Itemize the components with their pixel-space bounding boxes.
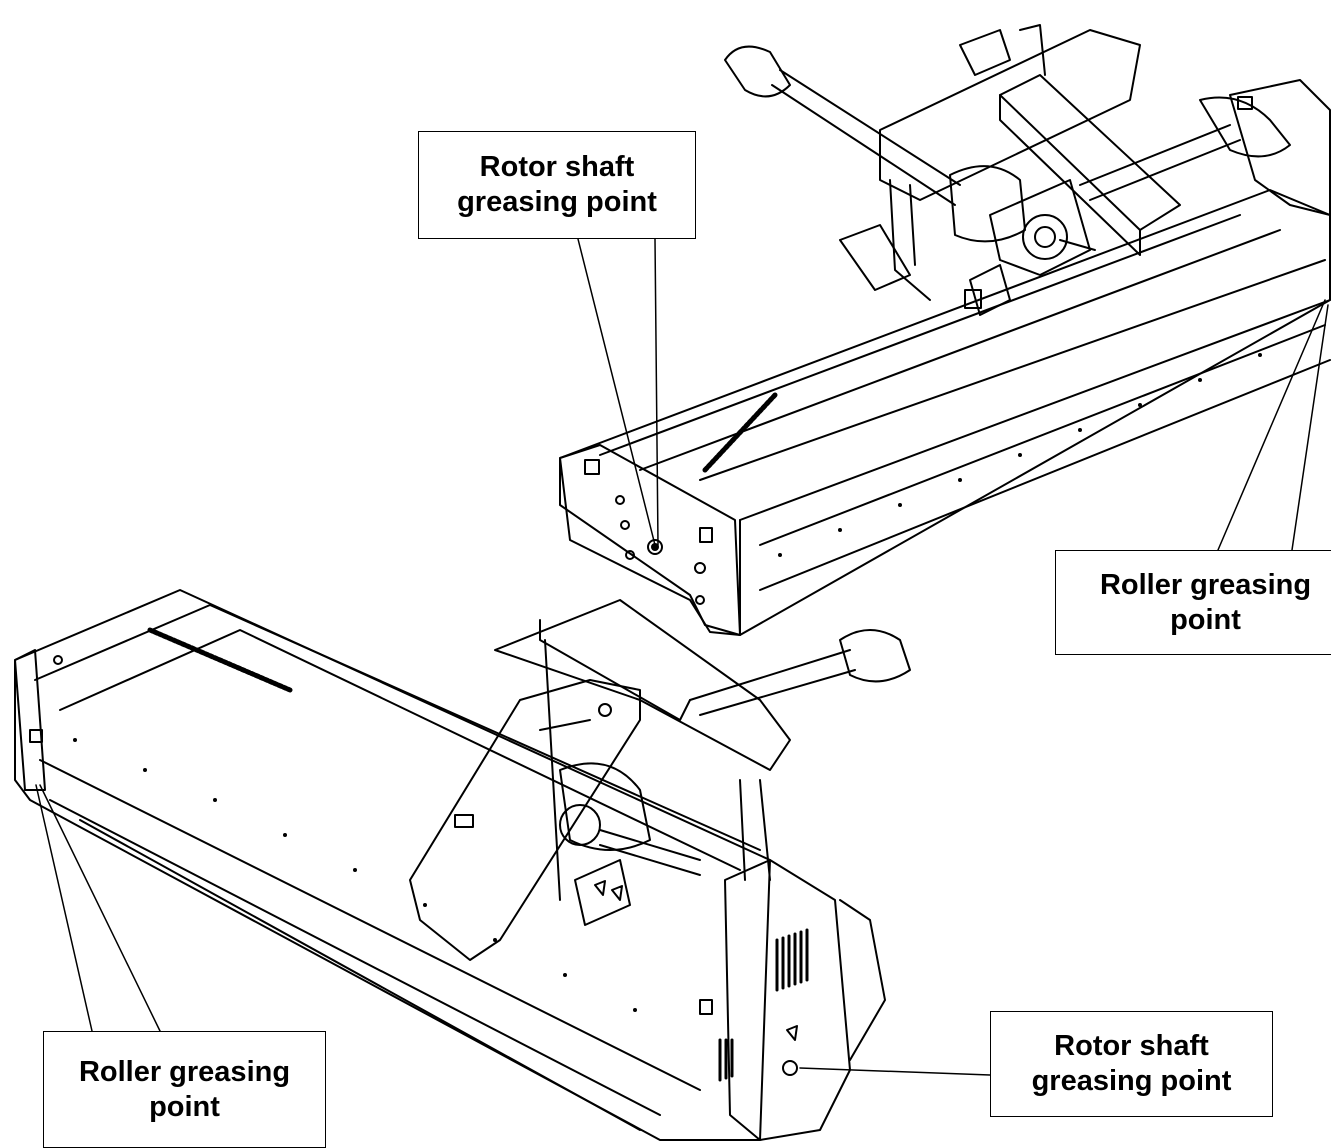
callout-top-rotor-line2: greasing point [457, 186, 657, 218]
callout-bottom-rotor-line2: greasing point [1031, 1065, 1232, 1097]
leader-bottom-roller-1 [35, 784, 93, 1032]
callout-bottom-roller-line2: point [149, 1090, 220, 1123]
callout-top-roller-greasing-point: Roller greasing point [1055, 550, 1331, 655]
callout-top-rotor-shaft-greasing-point: Rotor shaft greasing point [418, 131, 696, 239]
callout-bottom-roller-greasing-point: Roller greasing point [43, 1031, 326, 1148]
leader-top-rotor-1 [577, 238, 656, 546]
leader-top-roller-1 [1217, 299, 1326, 551]
leader-top-roller-2 [1291, 304, 1329, 551]
leader-bottom-roller-2 [39, 784, 161, 1032]
leader-top-rotor-2 [654, 238, 659, 546]
callout-top-roller-line1: Roller greasing [1099, 568, 1312, 601]
callout-bottom-rotor-line1: Rotor shaft [1054, 1030, 1209, 1063]
callout-top-roller-line2: point [1170, 603, 1241, 636]
leader-bottom-rotor [799, 1067, 991, 1076]
callout-bottom-rotor-shaft-greasing-point: Rotor shaft greasing point [990, 1011, 1273, 1117]
callout-top-rotor-line1: Rotor shaft [479, 151, 635, 184]
bottom-mulcher-illustration [14, 589, 911, 1141]
leader-lines [35, 238, 1329, 1076]
callout-bottom-roller-line1: Roller greasing [78, 1055, 291, 1088]
top-mulcher-illustration [559, 24, 1331, 636]
